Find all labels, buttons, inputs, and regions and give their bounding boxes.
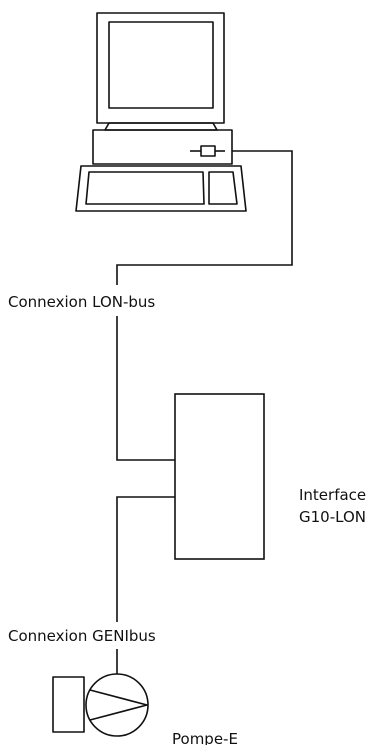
keyboard [75, 165, 247, 212]
interface-box [174, 393, 265, 560]
monitor-screen [108, 21, 214, 109]
pump-label: Pompe-E [172, 730, 238, 745]
connector-port [200, 145, 216, 157]
computer-icon [75, 12, 247, 212]
pump-motor [52, 676, 85, 733]
system-unit [92, 129, 233, 165]
keyboard-main-keys [85, 171, 205, 205]
interface-label-line2: G10-LON [299, 508, 366, 526]
pump-impeller [89, 689, 148, 721]
keyboard-numpad [208, 171, 238, 205]
pump-casing [85, 673, 149, 737]
genibus-line [116, 496, 175, 622]
pump-icon [52, 673, 149, 737]
monitor-frame [96, 12, 225, 124]
lon-bus-label: Connexion LON-bus [8, 293, 155, 311]
genibus-label: Connexion GENIbus [8, 627, 156, 645]
interface-label-line1: Interface [299, 486, 366, 504]
monitor-base [104, 122, 218, 131]
lon-bus-line [116, 150, 293, 461]
